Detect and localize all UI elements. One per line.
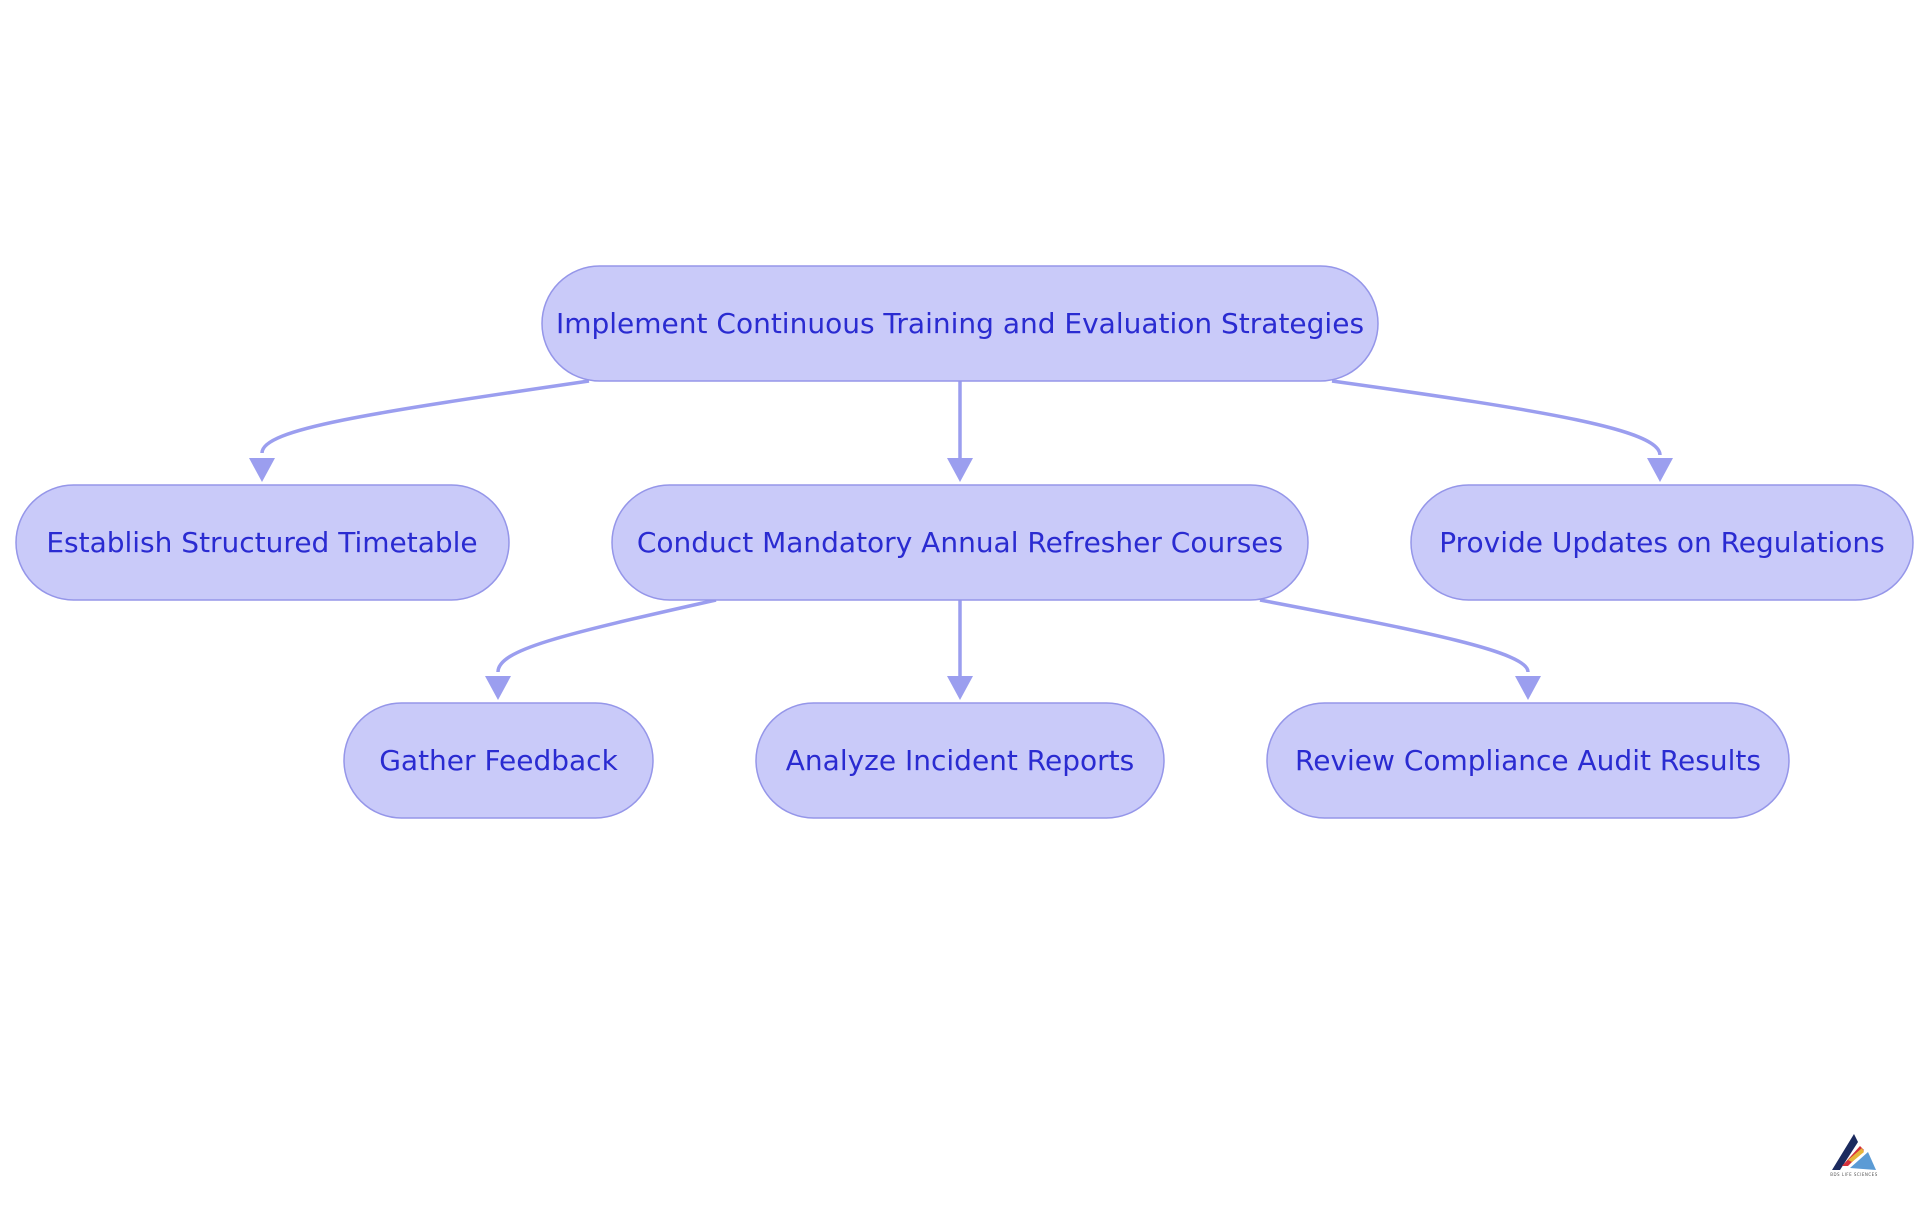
arrowhead-refresher xyxy=(947,458,973,482)
node-refresher-courses[interactable]: Conduct Mandatory Annual Refresher Cours… xyxy=(611,484,1309,601)
node-regulation-updates[interactable]: Provide Updates on Regulations xyxy=(1410,484,1914,601)
node-establish-timetable-shape xyxy=(15,484,510,601)
edge-refresher-to-feedback xyxy=(496,598,717,673)
node-refresher-courses-shape xyxy=(611,484,1309,601)
edge-root-to-timetable xyxy=(260,379,590,454)
arrowhead-incidents xyxy=(947,676,973,700)
node-gather-feedback-shape xyxy=(343,702,654,819)
edge-root-to-regulations xyxy=(1331,379,1662,456)
node-analyze-incidents-label: Analyze Incident Reports xyxy=(786,744,1134,777)
node-refresher-courses-label: Conduct Mandatory Annual Refresher Cours… xyxy=(637,526,1283,559)
edge-refresher-to-audit xyxy=(1259,598,1530,673)
nodes: Implement Continuous Training and Evalua… xyxy=(15,265,1914,819)
brand-logo-icon: BDS LIFE SCIENCES xyxy=(1830,1134,1878,1177)
node-regulation-updates-shape xyxy=(1410,484,1914,601)
logo-mark-yellow xyxy=(1848,1148,1864,1162)
node-review-audit-shape xyxy=(1266,702,1790,819)
node-gather-feedback-label: Gather Feedback xyxy=(379,744,618,777)
node-gather-feedback[interactable]: Gather Feedback xyxy=(343,702,654,819)
node-root-shape xyxy=(541,265,1379,382)
logo-mark-blue xyxy=(1850,1152,1876,1170)
arrowhead-timetable xyxy=(249,458,275,482)
node-regulation-updates-label: Provide Updates on Regulations xyxy=(1439,526,1884,559)
node-analyze-incidents-shape xyxy=(755,702,1165,819)
logo-text: BDS LIFE SCIENCES xyxy=(1830,1172,1878,1177)
arrowhead-regulations xyxy=(1647,458,1673,482)
node-analyze-incidents[interactable]: Analyze Incident Reports xyxy=(755,702,1165,819)
node-root[interactable]: Implement Continuous Training and Evalua… xyxy=(541,265,1379,382)
edges xyxy=(249,379,1673,700)
node-root-label: Implement Continuous Training and Evalua… xyxy=(556,307,1364,340)
node-review-audit[interactable]: Review Compliance Audit Results xyxy=(1266,702,1790,819)
node-review-audit-label: Review Compliance Audit Results xyxy=(1295,744,1761,777)
logo-mark-navy xyxy=(1832,1134,1858,1170)
arrowhead-feedback xyxy=(485,676,511,700)
node-establish-timetable[interactable]: Establish Structured Timetable xyxy=(15,484,510,601)
arrowhead-audit xyxy=(1515,676,1541,700)
node-establish-timetable-label: Establish Structured Timetable xyxy=(46,526,477,559)
